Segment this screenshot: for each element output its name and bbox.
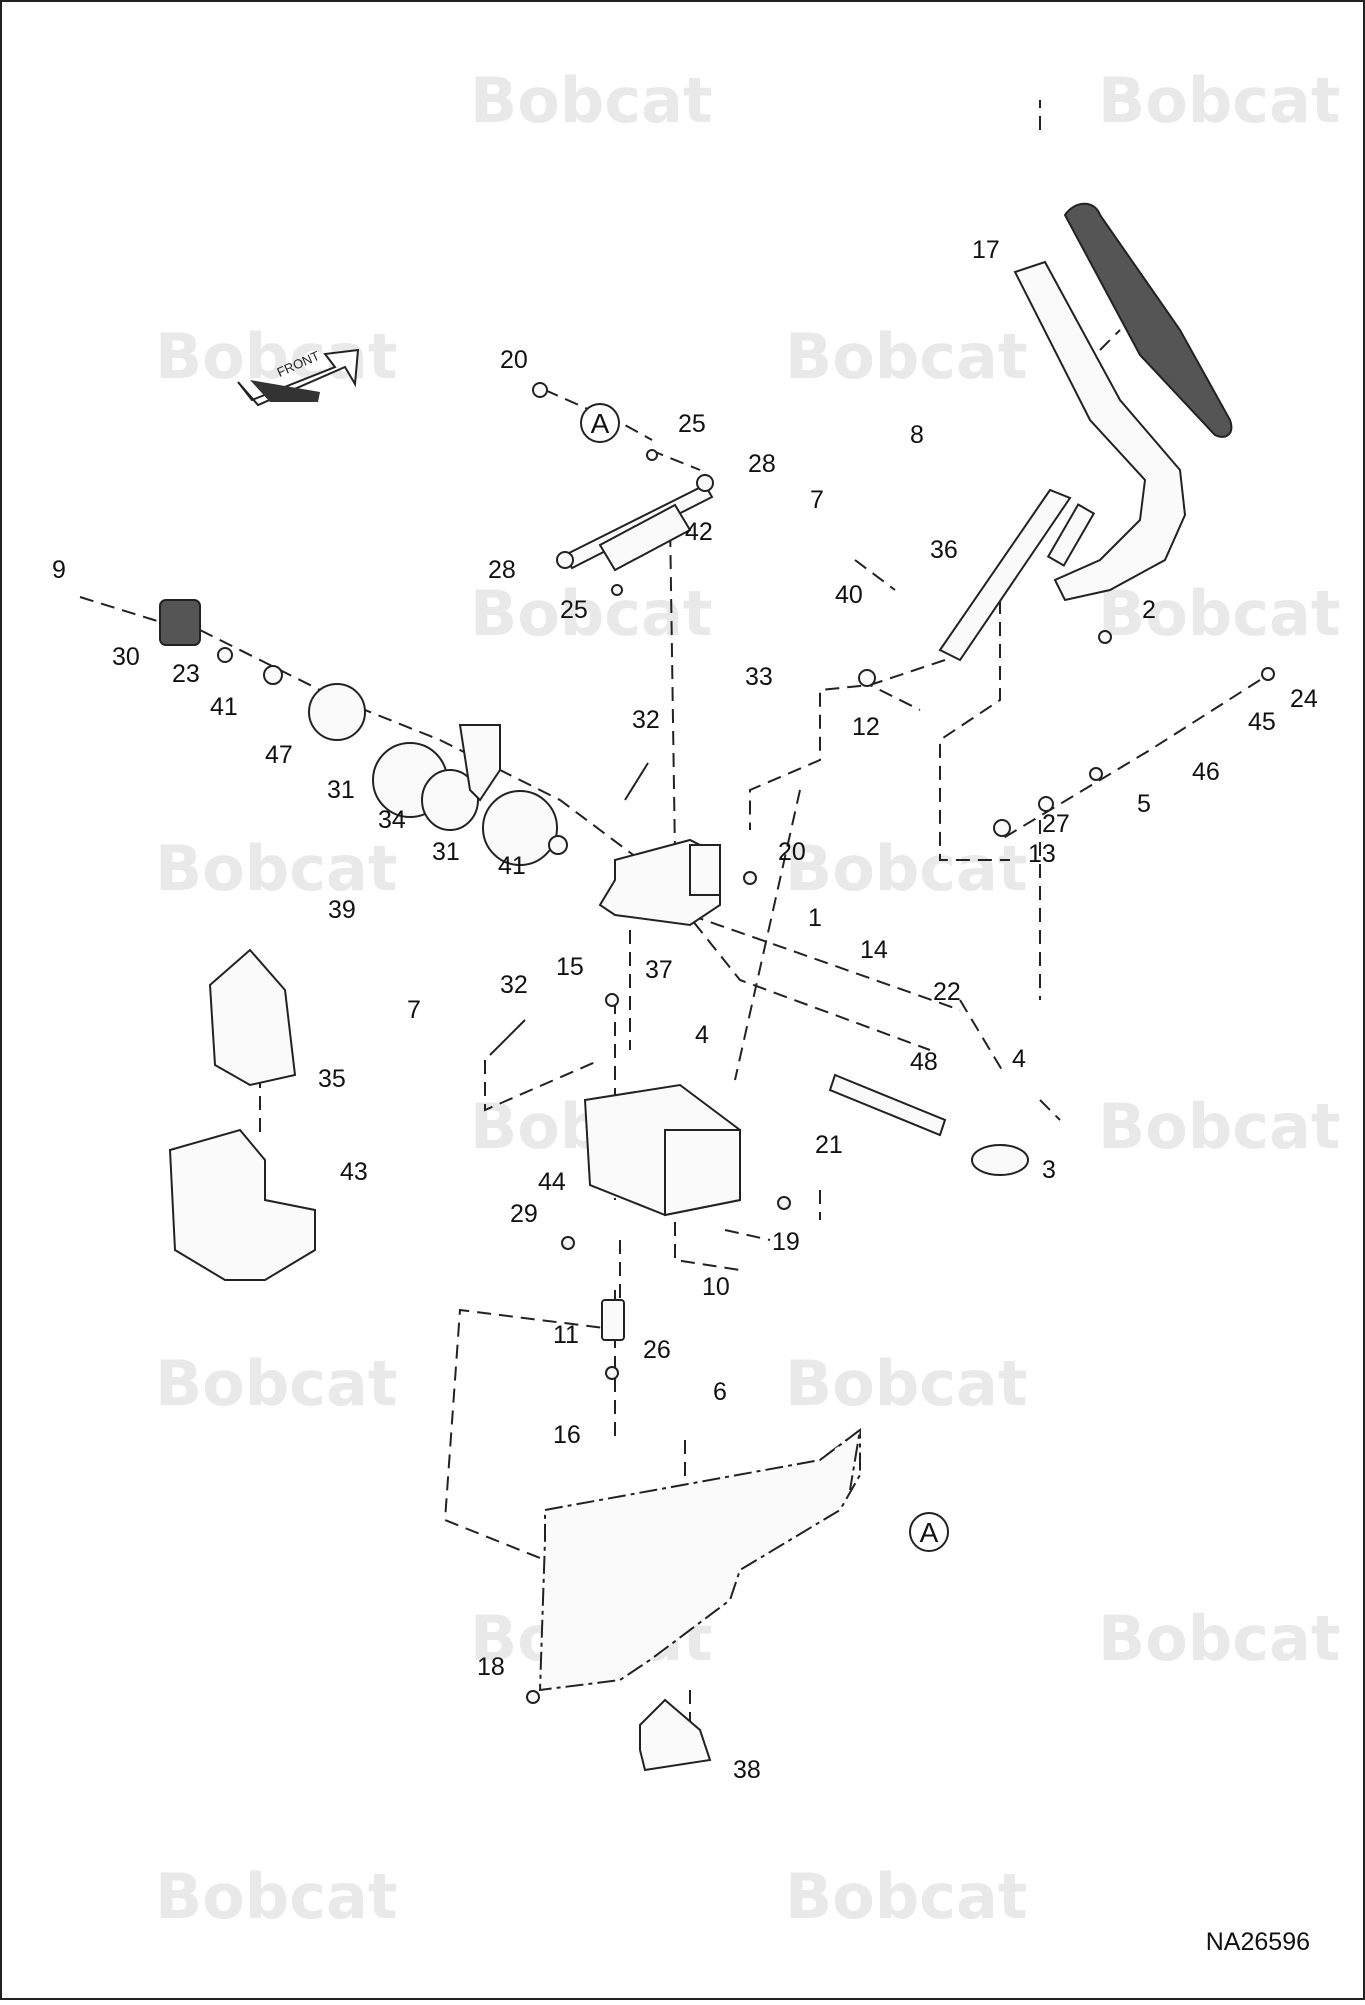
callout-12: 12 — [852, 713, 880, 741]
callout-8: 8 — [910, 421, 924, 449]
callout-31: 31 — [432, 838, 460, 866]
figure-id: NA26596 — [1206, 1928, 1310, 1956]
side-plate-43 — [168, 1128, 316, 1281]
callout-45: 45 — [1248, 708, 1276, 736]
hardware — [217, 382, 1275, 1704]
callout-6: 6 — [713, 1378, 727, 1406]
callout-29: 29 — [510, 1200, 538, 1228]
callout-11: 11 — [553, 1321, 579, 1349]
callout-19: 19 — [772, 1228, 800, 1256]
callout-44: 44 — [538, 1168, 566, 1196]
machine-frame — [538, 1427, 862, 1692]
callout-4: 4 — [695, 1021, 709, 1049]
callout-10: 10 — [702, 1273, 730, 1301]
callout-40: 40 — [835, 581, 863, 609]
watermark: Bobcat — [785, 832, 1027, 905]
watermark: Bobcat — [1098, 577, 1340, 650]
gas-spring — [556, 474, 714, 572]
callout-26: 26 — [643, 1336, 671, 1364]
watermark: Bobcat — [470, 577, 712, 650]
callout-13: 13 — [1028, 840, 1056, 868]
callout-34: 34 — [378, 806, 406, 834]
watermark: Bobcat — [155, 832, 397, 905]
callout-32: 32 — [500, 971, 528, 999]
pivot-bracket — [598, 838, 721, 927]
watermark: Bobcat — [1098, 64, 1340, 137]
callout-46: 46 — [1192, 758, 1220, 786]
watermark: Bobcat — [155, 320, 397, 393]
bracket-35 — [208, 948, 297, 1087]
control-handle — [1013, 202, 1233, 602]
handle-arm — [938, 488, 1096, 662]
callout-4: 4 — [1012, 1045, 1026, 1073]
callout-18: 18 — [477, 1653, 505, 1681]
mounting-bracket — [583, 1083, 741, 1217]
callout-31: 31 — [327, 776, 355, 804]
callout-25: 25 — [678, 410, 706, 438]
bottom-plate — [639, 1698, 712, 1772]
callout-20: 20 — [500, 346, 528, 374]
watermark: Bobcat — [1098, 1090, 1340, 1163]
callout-27: 27 — [1042, 810, 1070, 838]
callout-7: 7 — [810, 486, 824, 514]
friction-assembly — [308, 683, 558, 866]
callout-41: 41 — [498, 852, 526, 880]
callout-38: 38 — [733, 1756, 761, 1784]
callout-48: 48 — [910, 1048, 938, 1076]
callout-5: 5 — [1137, 790, 1151, 818]
callout-23: 23 — [172, 660, 200, 688]
callout-28: 28 — [488, 556, 516, 584]
callout-42: 42 — [685, 518, 713, 546]
callout-28: 28 — [748, 450, 776, 478]
callout-43: 43 — [340, 1158, 368, 1186]
compression-spring — [601, 1299, 625, 1341]
callout-41: 41 — [210, 693, 238, 721]
callout-36: 36 — [930, 536, 958, 564]
extension-springs — [489, 762, 649, 1056]
callout-16: 16 — [553, 1421, 581, 1449]
reference-marker-bottom: A — [909, 1512, 949, 1552]
reference-marker-top: A — [580, 403, 620, 443]
watermark: Bobcat — [785, 320, 1027, 393]
callout-9: 9 — [52, 556, 66, 584]
callout-layer: 1720252842282587364029302341331224453247… — [52, 236, 1318, 1784]
callout-35: 35 — [318, 1065, 346, 1093]
adjustment-knob — [159, 599, 201, 646]
callout-22: 22 — [933, 978, 961, 1006]
callout-24: 24 — [1290, 685, 1318, 713]
callout-20: 20 — [778, 838, 806, 866]
watermark: Bobcat — [785, 1347, 1027, 1420]
watermark: Bobcat — [155, 1347, 397, 1420]
callout-30: 30 — [112, 643, 140, 671]
callout-39: 39 — [328, 896, 356, 924]
callout-17: 17 — [972, 236, 1000, 264]
callout-25: 25 — [560, 596, 588, 624]
callout-7: 7 — [407, 996, 421, 1024]
callout-15: 15 — [556, 953, 584, 981]
callout-21: 21 — [815, 1131, 843, 1159]
watermark: Bobcat — [785, 1860, 1027, 1933]
svg-text:A: A — [591, 408, 610, 439]
watermark: Bobcat — [155, 1860, 397, 1933]
callout-1: 1 — [808, 904, 822, 932]
callout-14: 14 — [860, 936, 888, 964]
watermark: Bobcat — [1098, 1602, 1340, 1675]
callout-33: 33 — [745, 663, 773, 691]
callout-37: 37 — [645, 956, 673, 984]
callout-47: 47 — [265, 741, 293, 769]
callout-3: 3 — [1042, 1156, 1056, 1184]
watermark: Bobcat — [470, 64, 712, 137]
callout-32: 32 — [632, 706, 660, 734]
flange-bearing — [971, 1144, 1029, 1176]
callout-2: 2 — [1142, 596, 1156, 624]
svg-text:A: A — [920, 1517, 939, 1548]
shaft-48 — [828, 1073, 947, 1137]
